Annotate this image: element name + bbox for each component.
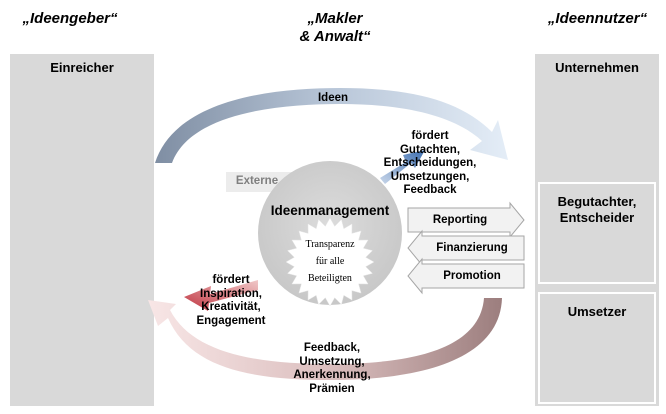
l-line-3: Engagement — [196, 314, 266, 327]
b-line-2: Anerkennung, — [293, 369, 371, 381]
finanzierung-arrow — [407, 229, 525, 267]
header-makler-line2: & Anwalt“ — [299, 28, 371, 45]
small-blue-arrow — [380, 150, 425, 184]
box-umsetzer: Umsetzer — [538, 292, 656, 404]
finanzierung-label: Finanzierung — [436, 242, 508, 254]
l-line-0: fördert — [212, 274, 250, 286]
top-right-foerdert-label: fördert Gutachten, Entscheidungen, Umset… — [378, 130, 482, 198]
b-line-3: Prämien — [309, 382, 355, 395]
tr-line-2: Entscheidungen, — [383, 157, 477, 169]
promotion-label: Promotion — [443, 270, 501, 282]
tr-line-3: Umsetzungen, — [390, 170, 470, 183]
ideen-label: Ideen — [317, 92, 349, 104]
tr-line-1: Gutachten, — [399, 143, 461, 156]
small-red-arrow — [184, 280, 258, 311]
seal-line-1: für alle — [315, 256, 345, 267]
promotion-arrow — [407, 257, 525, 295]
header-makler-line1: „Makler — [307, 10, 363, 27]
bottom-feedback-label: Feedback, Umsetzung, Anerkennung, Prämie… — [280, 342, 384, 396]
transparency-seal — [285, 217, 375, 307]
box-begutachter-entscheider: Begutachter, Entscheider — [538, 182, 656, 284]
left-foerdert-label: fördert Inspiration, Kreativität, Engage… — [186, 274, 276, 328]
seal-line-0: Transparenz — [305, 239, 355, 250]
reporting-label: Reporting — [432, 214, 488, 226]
externe-label: Externe — [235, 175, 279, 187]
header-ideengeber: „Ideengeber“ — [22, 10, 118, 27]
tr-line-4: Feedback — [403, 184, 457, 196]
reporting-arrow — [407, 201, 525, 239]
header-ideennutzer: „Ideennutzer“ — [547, 10, 648, 27]
l-line-2: Kreativität, — [201, 301, 261, 313]
ideenmanagement-title: Ideenmanagement — [270, 203, 390, 218]
b-line-1: Umsetzung, — [299, 355, 365, 368]
box-begutachter-line2: Entscheider — [559, 210, 635, 225]
left-column-title: Einreicher — [50, 60, 114, 75]
bottom-curved-arrow — [148, 298, 502, 380]
seal-line-2: Beteiligten — [308, 273, 352, 284]
seal-text: Transparenz für alle Beteiligten — [290, 236, 370, 287]
left-column-einreicher: Einreicher — [10, 54, 154, 406]
right-column-title: Unternehmen — [555, 60, 639, 75]
box-begutachter-line1: Begutachter, — [557, 194, 637, 209]
b-line-0: Feedback, — [303, 342, 361, 354]
top-curved-arrow — [155, 88, 508, 163]
tr-line-0: fördert — [411, 130, 449, 142]
header-makler-anwalt: „Makler & Anwalt“ — [270, 10, 400, 46]
l-line-1: Inspiration, — [200, 287, 262, 300]
box-umsetzer-label: Umsetzer — [567, 304, 627, 319]
